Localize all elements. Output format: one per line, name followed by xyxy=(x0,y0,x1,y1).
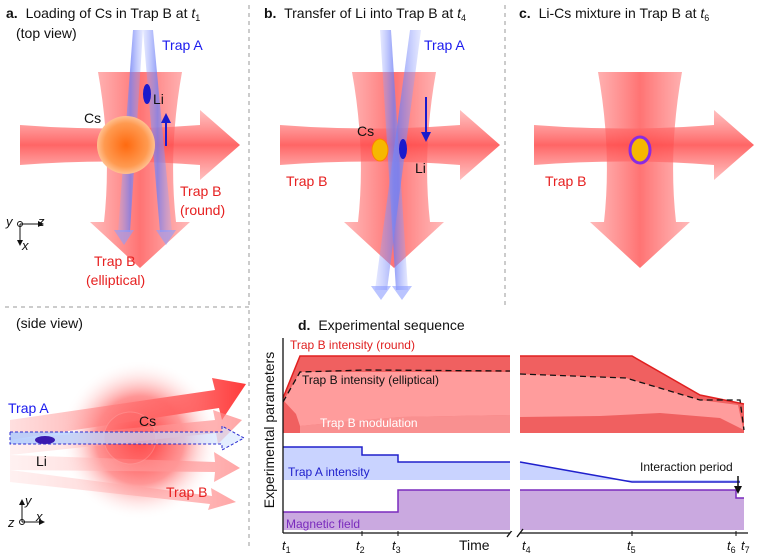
magnetic-field-line-left xyxy=(283,489,510,513)
li-motion-arrowhead-a xyxy=(161,113,171,123)
trap-a-arrowhead-1 xyxy=(114,230,134,245)
trap-b-beam-side-1 xyxy=(10,378,246,440)
axis-x-label-side: x xyxy=(35,509,43,524)
cs-label-a: Cs xyxy=(84,110,101,126)
trap-a-intensity-fill-right xyxy=(520,462,740,482)
trap-b-modulation-light xyxy=(300,415,510,433)
axis-x-label-a: x xyxy=(21,238,29,253)
tick-label-t1: t1 xyxy=(282,538,291,555)
trace-modulation-label: Trap B modulation xyxy=(320,416,418,430)
panel-a: a. Loading of Cs in Trap B at t1 (top vi… xyxy=(5,5,240,288)
panel-d: d. Experimental sequence Experimental pa… xyxy=(261,317,750,555)
trap-b-label-side: Trap B xyxy=(166,484,208,500)
trap-b-elliptical-label-1: Trap B xyxy=(94,253,136,269)
panel-c: c. Li-Cs mixture in Trap B at t6 Trap B xyxy=(519,5,754,268)
trap-a-beam-2 xyxy=(143,30,172,232)
magnetic-field-fill-left xyxy=(283,490,510,530)
cs-cloud-a xyxy=(97,116,155,174)
trap-a-label-side: Trap A xyxy=(8,400,49,416)
trap-b-elliptical-label-2: (elliptical) xyxy=(86,272,145,288)
trap-a-arrowhead-b-2 xyxy=(392,286,412,300)
trap-a-arrowhead-b-1 xyxy=(371,286,391,300)
trap-a-label-a: Trap A xyxy=(162,37,203,53)
side-view-label: (side view) xyxy=(16,315,83,331)
trap-b-round-label-2: (round) xyxy=(180,202,225,218)
tick-label-t3: t3 xyxy=(392,538,401,555)
trap-a-label-b: Trap A xyxy=(424,37,465,53)
li-cloud-a xyxy=(143,84,151,104)
li-cloud-side xyxy=(35,436,55,444)
trap-b-label-c: Trap B xyxy=(545,173,587,189)
trap-b-round-label-1: Trap B xyxy=(180,183,222,199)
axis-z-label-side: z xyxy=(7,515,15,530)
axis-y-label-side: y xyxy=(24,493,33,508)
magnetic-field-fill-right xyxy=(520,490,744,530)
cs-cloud-b xyxy=(371,138,389,162)
trace-trap-a-label: Trap A intensity xyxy=(288,465,370,479)
trap-b-modulation-fill-right xyxy=(520,413,744,433)
tick-label-t5: t5 xyxy=(627,538,636,555)
trace-round-label: Trap B intensity (round) xyxy=(290,338,415,352)
trap-b-elliptical-dashed xyxy=(282,369,745,431)
panel-a-title: a. Loading of Cs in Trap B at t1 xyxy=(6,5,200,23)
time-break-gap xyxy=(511,338,519,531)
panel-c-title: c. Li-Cs mixture in Trap B at t6 xyxy=(519,5,709,23)
li-label-b: Li xyxy=(415,160,426,176)
panel-b-title: b. Transfer of Li into Trap B at t4 xyxy=(264,5,466,23)
trace-elliptical-label: Trap B intensity (elliptical) xyxy=(302,373,439,387)
side-view: (side view) Trap A Cs Li Trap B y z x xyxy=(7,315,246,530)
trace-magnetic-label: Magnetic field xyxy=(286,517,360,531)
tick-label-t6: t6 xyxy=(727,538,736,555)
trap-b-vertical-beam-c xyxy=(590,72,690,268)
trap-a-beam-side xyxy=(9,425,246,451)
axis-y-label-a: y xyxy=(5,214,14,229)
tick-label-t7: t7 xyxy=(741,538,750,555)
interaction-period-label: Interaction period xyxy=(640,460,733,474)
li-label-side: Li xyxy=(36,453,47,469)
panel-b: b. Transfer of Li into Trap B at t4 Trap… xyxy=(264,5,500,300)
trap-a-intensity-line-right xyxy=(519,461,740,483)
li-label-a: Li xyxy=(153,91,164,107)
trap-b-label-b: Trap B xyxy=(286,173,328,189)
trap-a-intensity-line-left xyxy=(283,446,510,463)
panel-d-title: d. Experimental sequence xyxy=(298,317,465,333)
cs-label-b: Cs xyxy=(357,123,374,139)
d-axis-break-2 xyxy=(516,528,524,538)
interaction-arrowhead xyxy=(734,486,742,494)
magnetic-field-line-right xyxy=(520,489,744,499)
y-axis-label: Experimental parameters xyxy=(261,352,277,508)
tick-label-t2: t2 xyxy=(356,538,365,555)
top-view-label: (top view) xyxy=(16,25,77,41)
li-cloud-b xyxy=(399,139,407,159)
axis-z-label-a: z xyxy=(37,214,45,229)
li-cs-mixture xyxy=(628,135,652,165)
axes-side-view: y z x xyxy=(7,493,45,530)
li-motion-arrowhead-b xyxy=(421,132,431,142)
axes-top-view: y z x xyxy=(5,214,45,253)
trap-a-intensity-fill-left xyxy=(283,447,510,480)
cs-label-side: Cs xyxy=(139,413,156,429)
trap-a-arrowhead-2 xyxy=(156,230,176,245)
trap-a-beam-b-2 xyxy=(375,30,421,290)
trap-b-beam-side-4 xyxy=(10,470,236,510)
tick-label-t4: t4 xyxy=(522,538,531,555)
trap-b-beam-side-3 xyxy=(10,452,240,482)
x-axis-label: Time xyxy=(459,537,490,553)
